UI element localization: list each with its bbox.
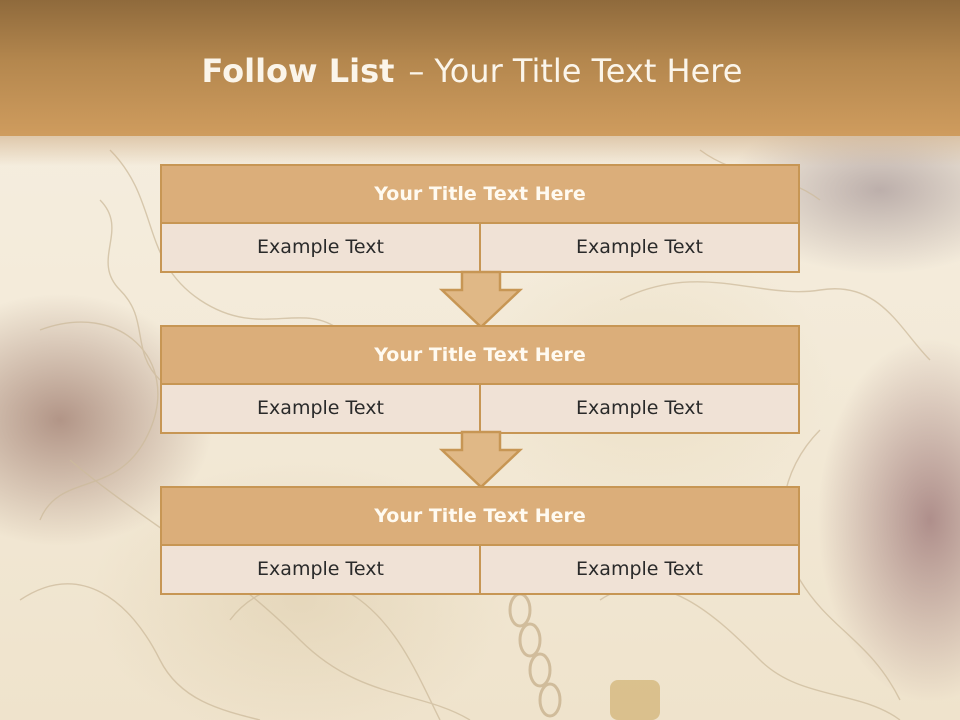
list-block-3: Your Title Text Here Example Text Exampl…	[160, 486, 800, 595]
list-block-1: Your Title Text Here Example Text Exampl…	[160, 164, 800, 273]
block-row: Example Text Example Text	[162, 385, 798, 432]
page-title-separator: –	[408, 52, 425, 90]
down-arrow-icon	[438, 430, 524, 489]
block-title: Your Title Text Here	[162, 327, 798, 383]
header-band	[0, 0, 960, 136]
block-title: Your Title Text Here	[162, 166, 798, 222]
page-title-rest: Your Title Text Here	[434, 52, 743, 90]
block-row: Example Text Example Text	[162, 224, 798, 271]
block-cell-right: Example Text	[481, 224, 798, 271]
block-cell-left: Example Text	[162, 385, 479, 432]
block-title: Your Title Text Here	[162, 488, 798, 544]
block-cell-right: Example Text	[481, 546, 798, 593]
down-arrow-icon	[438, 270, 524, 329]
block-row: Example Text Example Text	[162, 546, 798, 593]
block-cell-left: Example Text	[162, 546, 479, 593]
block-cell-right: Example Text	[481, 385, 798, 432]
list-block-2: Your Title Text Here Example Text Exampl…	[160, 325, 800, 434]
page-title: Follow List–Your Title Text Here	[0, 52, 944, 90]
header-shadow	[0, 136, 960, 166]
page-title-bold: Follow List	[201, 52, 395, 90]
block-cell-left: Example Text	[162, 224, 479, 271]
